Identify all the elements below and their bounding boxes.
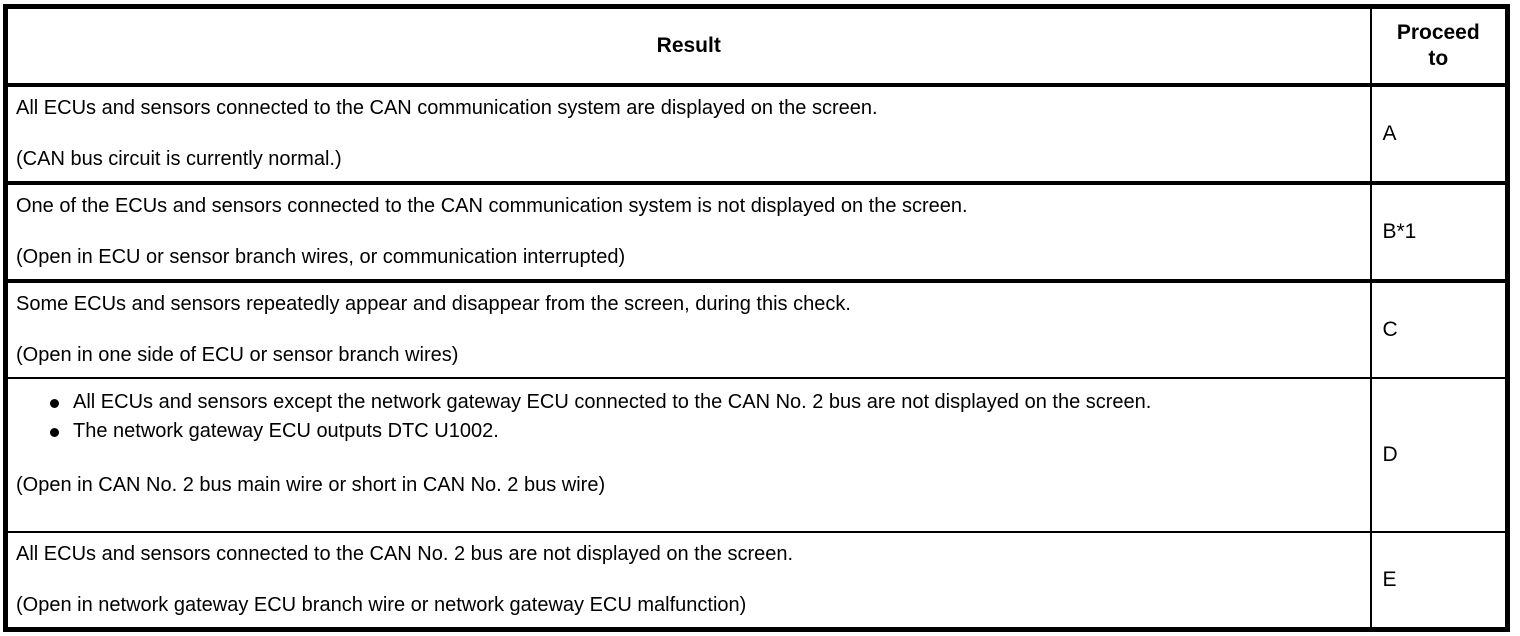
result-text-e: All ECUs and sensors connected to the CA… bbox=[8, 533, 1370, 627]
bullet-text: The network gateway ECU outputs DTC U100… bbox=[73, 420, 499, 442]
bullet-dot-icon bbox=[50, 399, 59, 408]
table-row: Some ECUs and sensors repeatedly appear … bbox=[4, 280, 1509, 379]
result-line-note: (Open in CAN No. 2 bus main wire or shor… bbox=[16, 474, 606, 496]
table-row: All ECUs and sensors except the network … bbox=[4, 377, 1509, 533]
result-line: One of the ECUs and sensors connected to… bbox=[16, 195, 968, 217]
result-line: Some ECUs and sensors repeatedly appear … bbox=[16, 293, 851, 315]
result-line-note: (Open in network gateway ECU branch wire… bbox=[16, 594, 747, 616]
proceed-cell-d: D bbox=[1369, 377, 1509, 533]
result-line: All ECUs and sensors connected to the CA… bbox=[16, 97, 878, 119]
bullet-list: All ECUs and sensors except the network … bbox=[16, 388, 1362, 446]
result-text-a: All ECUs and sensors connected to the CA… bbox=[8, 87, 1370, 181]
table-row: All ECUs and sensors connected to the CA… bbox=[4, 84, 1509, 185]
proceed-cell-c: C bbox=[1369, 280, 1509, 379]
list-item: The network gateway ECU outputs DTC U100… bbox=[16, 417, 1362, 446]
header-cell-proceed-to: Proceed to bbox=[1369, 5, 1509, 87]
table-header-row: Result Proceed to bbox=[4, 5, 1509, 87]
result-text-d: All ECUs and sensors except the network … bbox=[8, 379, 1370, 507]
table-row: One of the ECUs and sensors connected to… bbox=[4, 182, 1509, 283]
diagnostic-result-table: Result Proceed to All ECUs and sensors c… bbox=[3, 4, 1510, 632]
proceed-cell-b: B*1 bbox=[1369, 182, 1509, 283]
result-cell-d: All ECUs and sensors except the network … bbox=[4, 377, 1372, 533]
result-cell-b: One of the ECUs and sensors connected to… bbox=[4, 182, 1372, 283]
header-label-proceed-line2: to bbox=[1428, 47, 1449, 70]
result-text-c: Some ECUs and sensors repeatedly appear … bbox=[8, 283, 1370, 377]
result-cell-c: Some ECUs and sensors repeatedly appear … bbox=[4, 280, 1372, 379]
bullet-text: All ECUs and sensors except the network … bbox=[73, 391, 1152, 413]
result-cell-a: All ECUs and sensors connected to the CA… bbox=[4, 84, 1372, 185]
list-item: All ECUs and sensors except the network … bbox=[16, 388, 1362, 417]
proceed-cell-e: E bbox=[1369, 531, 1509, 630]
proceed-cell-a: A bbox=[1369, 84, 1509, 185]
header-cell-result: Result bbox=[4, 5, 1372, 87]
header-label-proceed-line1: Proceed bbox=[1396, 21, 1480, 44]
bullet-dot-icon bbox=[50, 428, 59, 437]
result-line-note: (CAN bus circuit is currently normal.) bbox=[16, 148, 342, 170]
result-line-note: (Open in ECU or sensor branch wires, or … bbox=[16, 246, 626, 268]
table-row: All ECUs and sensors connected to the CA… bbox=[4, 531, 1509, 630]
result-line: All ECUs and sensors connected to the CA… bbox=[16, 543, 794, 565]
result-text-b: One of the ECUs and sensors connected to… bbox=[8, 185, 1370, 279]
result-line-note: (Open in one side of ECU or sensor branc… bbox=[16, 344, 459, 366]
result-cell-e: All ECUs and sensors connected to the CA… bbox=[4, 531, 1372, 630]
header-label-result: Result bbox=[656, 34, 721, 57]
